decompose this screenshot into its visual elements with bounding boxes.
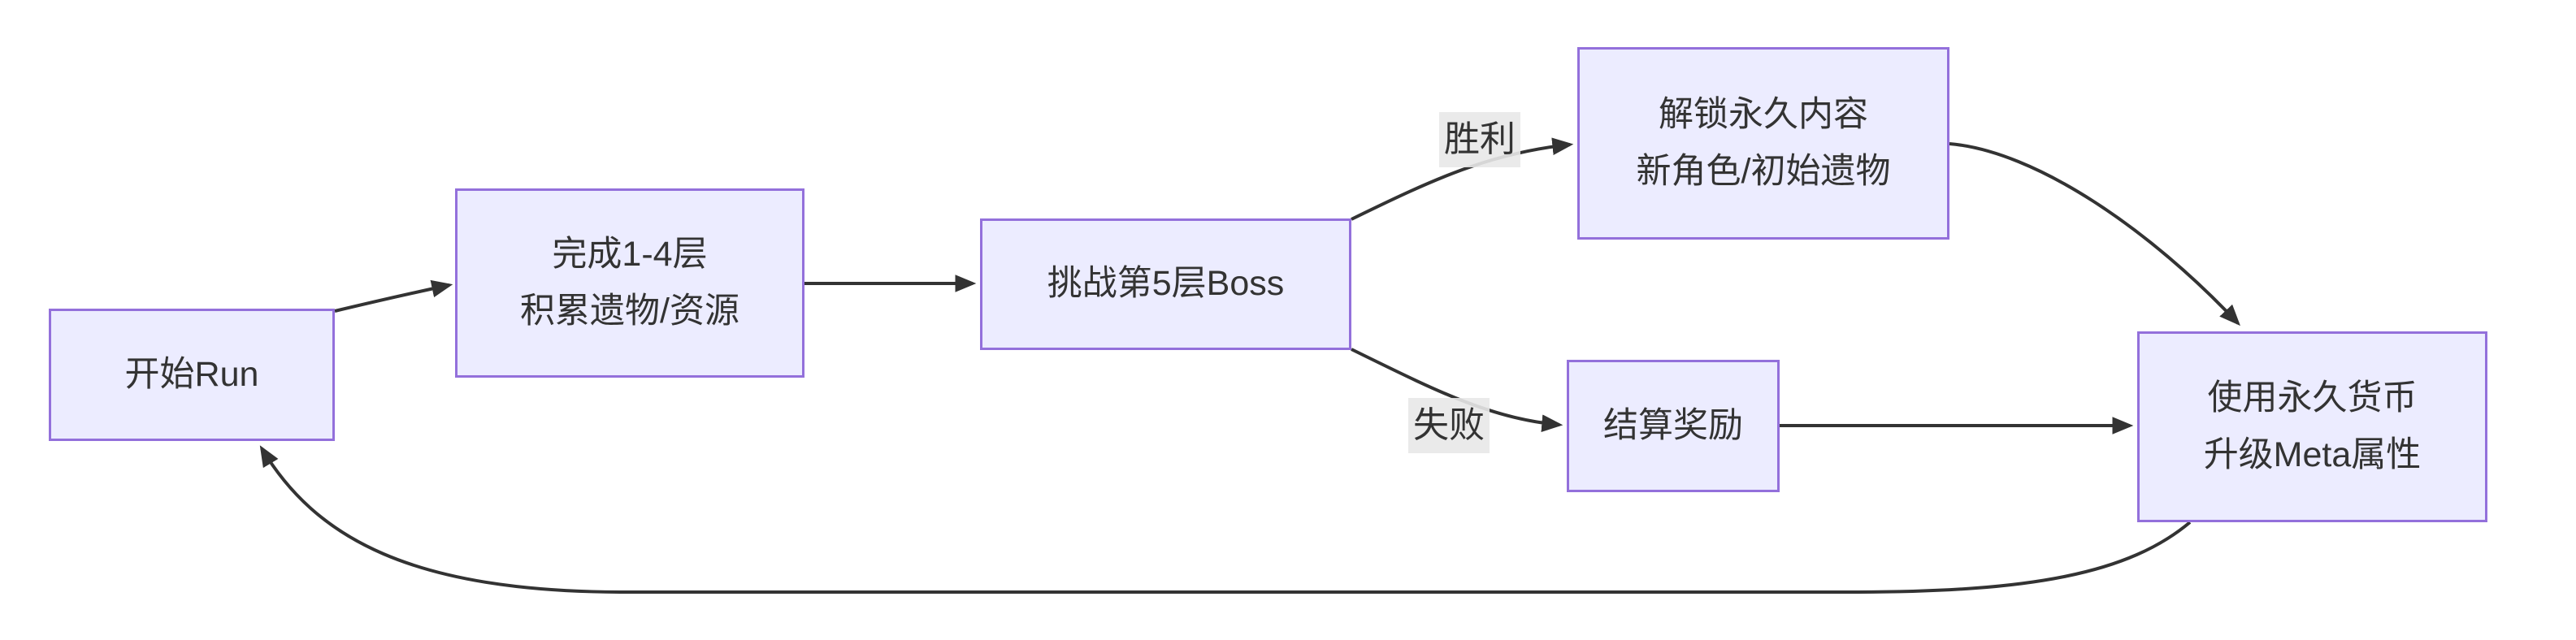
node-settle-rewards: 结算奖励 bbox=[1567, 360, 1780, 492]
node-unlock-permanent-line2: 新角色/初始遗物 bbox=[1636, 151, 1891, 191]
node-meta-upgrade-line2: 升级Meta属性 bbox=[2203, 435, 2422, 474]
edge-start-to-floors bbox=[334, 279, 453, 313]
edge-label-victory: 胜利 bbox=[1439, 112, 1520, 167]
node-start-run: 开始Run bbox=[49, 309, 335, 441]
node-boss-challenge: 挑战第5层Boss bbox=[980, 218, 1351, 350]
node-unlock-permanent: 解锁永久内容 新角色/初始遗物 bbox=[1577, 47, 1949, 240]
node-start-run-label: 开始Run bbox=[124, 354, 259, 394]
edge-boss-to-unlock-victory bbox=[1351, 137, 1574, 221]
node-boss-challenge-label: 挑战第5层Boss bbox=[1047, 264, 1285, 304]
node-unlock-permanent-line1: 解锁永久内容 bbox=[1659, 94, 1868, 134]
node-complete-floors-line1: 完成1-4层 bbox=[552, 234, 708, 274]
node-complete-floors-line2: 积累遗物/资源 bbox=[520, 291, 739, 331]
node-meta-upgrade-line1: 使用永久货币 bbox=[2207, 378, 2418, 417]
node-complete-floors: 完成1-4层 积累遗物/资源 bbox=[455, 188, 804, 378]
edge-unlock-to-meta bbox=[1949, 142, 2240, 326]
node-meta-upgrade: 使用永久货币 升级Meta属性 bbox=[2137, 331, 2487, 522]
node-settle-rewards-label: 结算奖励 bbox=[1603, 405, 1743, 445]
edge-meta-to-start-loop bbox=[259, 445, 2192, 594]
edge-label-defeat: 失败 bbox=[1408, 398, 1490, 453]
